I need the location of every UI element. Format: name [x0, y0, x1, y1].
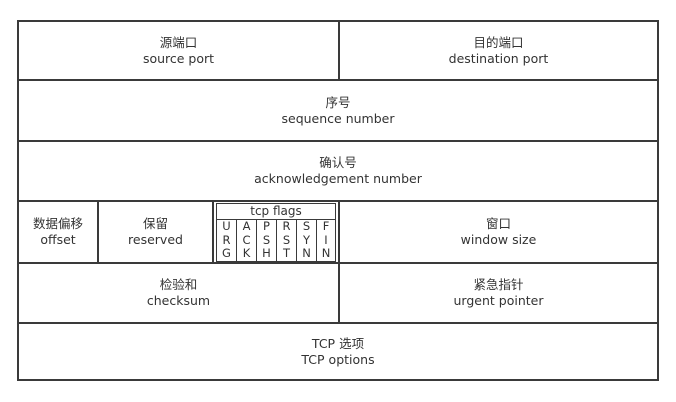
row-ports: 源端口 source port 目的端口 destination port: [19, 22, 657, 81]
field-acknowledgement-number-label-cn: 确认号: [319, 155, 357, 171]
flag-psh-letter-3: H: [262, 246, 271, 261]
flag-fin-letter-3: N: [321, 246, 331, 261]
flag-ack-letter-2: C: [242, 232, 251, 247]
field-window-size-label-cn: 窗口: [485, 216, 511, 232]
field-source-port-label-en: source port: [142, 50, 215, 66]
field-destination-port: 目的端口 destination port: [340, 22, 657, 79]
row-tcp-options: TCP 选项 TCP options: [19, 324, 657, 379]
flag-cell-ack: A C K: [236, 219, 256, 262]
tcp-header-diagram: 源端口 source port 目的端口 destination port 序号…: [17, 20, 659, 381]
field-tcp-options-label-cn: TCP 选项: [311, 335, 365, 351]
flag-rst-letter-3: T: [282, 246, 291, 261]
field-reserved-label-en: reserved: [128, 232, 183, 247]
field-urgent-pointer-label-en: urgent pointer: [453, 293, 544, 308]
field-source-port: 源端口 source port: [19, 22, 340, 79]
flag-psh-letter-2: S: [262, 232, 271, 247]
tcp-flags-title: tcp flags: [216, 203, 336, 219]
field-data-offset-label-en: offset: [40, 232, 76, 247]
flag-syn-letter-3: N: [302, 246, 311, 261]
flag-urg-letter-3: G: [222, 246, 231, 261]
field-destination-port-label-cn: 目的端口: [473, 34, 524, 50]
tcp-flags-cells: U R G A C K P S H R S T: [216, 219, 336, 262]
field-sequence-number-label-cn: 序号: [325, 94, 351, 110]
flag-ack-letter-1: A: [242, 219, 251, 234]
field-source-port-label-cn: 源端口: [159, 34, 198, 50]
flag-psh-letter-1: P: [263, 219, 270, 234]
field-sequence-number-label-en: sequence number: [281, 110, 395, 126]
flag-rst-letter-1: R: [282, 219, 291, 234]
flag-syn-letter-1: S: [302, 219, 311, 234]
flag-ack-letter-3: K: [242, 246, 251, 261]
flag-cell-syn: S Y N: [296, 219, 316, 262]
field-data-offset-label-cn: 数据偏移: [32, 216, 83, 232]
flag-urg-letter-1: U: [222, 219, 231, 234]
flag-cell-fin: F I N: [316, 219, 336, 262]
flag-urg-letter-2: R: [222, 232, 231, 247]
field-acknowledgement-number: 确认号 acknowledgement number: [19, 142, 657, 200]
field-tcp-options: TCP 选项 TCP options: [19, 324, 657, 379]
field-sequence-number: 序号 sequence number: [19, 81, 657, 140]
field-acknowledgement-number-label-en: acknowledgement number: [254, 171, 422, 186]
field-checksum-label-en: checksum: [146, 293, 211, 308]
field-checksum-label-cn: 检验和: [159, 277, 198, 293]
field-tcp-flags: tcp flags U R G A C K P S H R: [214, 202, 340, 262]
field-data-offset: 数据偏移 offset: [19, 202, 99, 262]
field-urgent-pointer: 紧急指针 urgent pointer: [340, 264, 657, 322]
field-checksum: 检验和 checksum: [19, 264, 340, 322]
field-window-size-label-en: window size: [460, 232, 537, 247]
field-reserved-label-cn: 保留: [142, 216, 168, 232]
flag-syn-letter-2: Y: [302, 232, 311, 247]
flag-fin-letter-2: I: [324, 232, 328, 247]
flag-rst-letter-2: S: [282, 232, 291, 247]
row-checksum-urgent: 检验和 checksum 紧急指针 urgent pointer: [19, 264, 657, 324]
flag-cell-urg: U R G: [216, 219, 236, 262]
field-destination-port-label-en: destination port: [448, 50, 549, 66]
flag-cell-psh: P S H: [256, 219, 276, 262]
row-sequence-number: 序号 sequence number: [19, 81, 657, 142]
flag-cell-rst: R S T: [276, 219, 296, 262]
row-offset-flags-window: 数据偏移 offset 保留 reserved tcp flags U R G …: [19, 202, 657, 264]
flag-fin-letter-1: F: [322, 219, 330, 234]
field-reserved: 保留 reserved: [99, 202, 214, 262]
field-urgent-pointer-label-cn: 紧急指针: [473, 277, 524, 293]
row-acknowledgement-number: 确认号 acknowledgement number: [19, 142, 657, 202]
field-tcp-options-label-en: TCP options: [301, 351, 375, 367]
field-window-size: 窗口 window size: [340, 202, 657, 262]
